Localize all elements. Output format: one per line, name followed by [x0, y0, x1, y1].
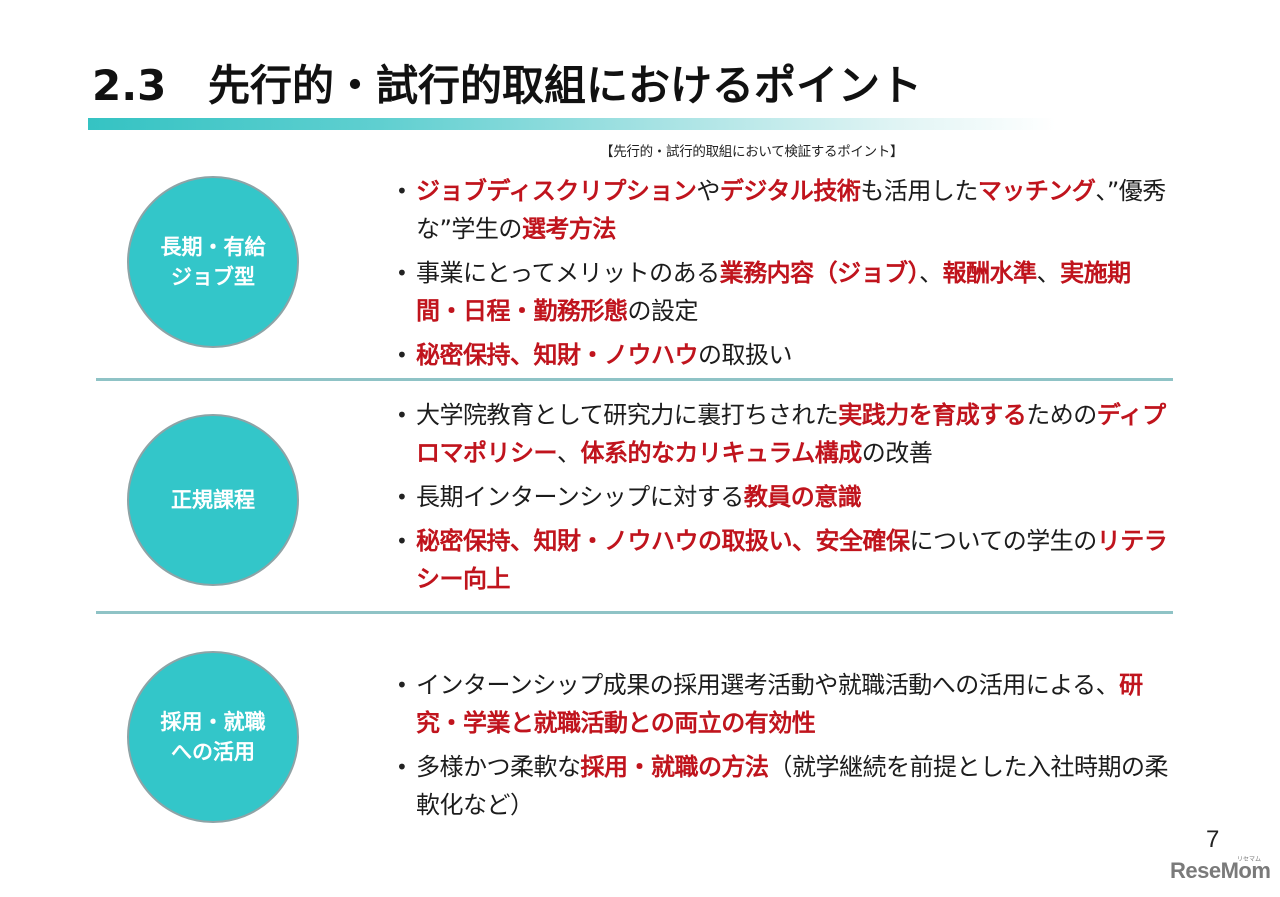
emphasized-text: 選考方法 — [521, 215, 617, 243]
resemom-logo: ReseMom — [1170, 858, 1271, 883]
emphasized-text: マッチング — [977, 177, 1096, 205]
section-label: 採用・就職 への活用 — [160, 710, 266, 764]
bullet-item: • 秘密保持、知財・ノウハウの取扱い、安全確保についての学生のリテラシー向上 — [392, 522, 1172, 598]
body-text: ための — [1026, 401, 1097, 429]
bullet-item: • ジョブディスクリプションやデジタル技術も活用したマッチング、”優秀な”学生の選… — [392, 172, 1172, 248]
bullet-dot-icon: • — [396, 261, 408, 285]
emphasized-text: 採用・就職の方法 — [580, 753, 770, 781]
emphasized-text: 秘密保持、知財・ノウハウ — [416, 341, 699, 369]
bullet-dot-icon: • — [396, 529, 408, 553]
emphasized-text: ジョブディスクリプション — [416, 177, 697, 205]
emphasized-text: 教員の意識 — [743, 483, 862, 511]
body-text: （就学継続を前提とした入社時期の柔軟化など） — [416, 753, 1169, 819]
body-text: 、”優秀な”学生の — [416, 177, 1166, 243]
bullet-dot-icon: • — [396, 179, 408, 203]
page-number: 7 — [1206, 826, 1220, 853]
title-text: 先行的・試行的取組におけるポイント — [208, 61, 923, 110]
section-label: 正規課程 — [171, 488, 255, 512]
body-text: 、 — [1036, 259, 1061, 287]
body-text: の取扱い — [698, 341, 793, 369]
emphasized-text: 業務内容（ジョブ） — [719, 259, 920, 287]
body-text: 、 — [557, 439, 581, 467]
body-text: 大学院教育として研究力に裏打ちされた — [416, 401, 839, 429]
subtitle: 【先行的・試行的取組において検証するポイント】 — [600, 144, 904, 160]
bullet-item: • 秘密保持、知財・ノウハウの取扱い — [392, 336, 1172, 374]
body-text: 長期インターンシップに対する — [416, 483, 744, 511]
slide-title: 2.3 先行的・試行的取組におけるポイント — [92, 58, 922, 114]
emphasized-text: リテラシー向上 — [416, 527, 1168, 593]
body-text: についての学生の — [909, 527, 1098, 555]
bullet-item: •事業にとってメリットのある業務内容（ジョブ）、報酬水準、実施期間・日程・勤務形… — [392, 254, 1172, 330]
section-divider — [96, 611, 1173, 614]
bullet-dot-icon: • — [396, 755, 408, 779]
bullet-item: • 大学院教育として研究力に裏打ちされた実践力を育成するためのディプロマポリシー、… — [392, 396, 1172, 472]
bullet-item: • 多様かつ柔軟な採用・就職の方法（就学継続を前提とした入社時期の柔軟化など） — [392, 748, 1172, 824]
emphasized-text: ディプロマポリシー — [416, 401, 1166, 467]
emphasized-text: 実施期間・日程・勤務形態 — [416, 259, 1131, 325]
emphasized-text: 秘密保持、知財・ノウハウの取扱い、安全確保 — [416, 527, 910, 555]
body-text: の設定 — [627, 297, 699, 325]
bullet-dot-icon: • — [396, 673, 408, 697]
emphasized-text: デジタル技術 — [719, 177, 861, 205]
bullet-list-long-term-paid-job: • ジョブディスクリプションやデジタル技術も活用したマッチング、”優秀な”学生の選… — [392, 172, 1172, 380]
title-underline-gradient — [88, 118, 1056, 130]
body-text: インターンシップ成果の採用選考活動や就職活動への活用による、 — [416, 671, 1120, 699]
body-text: 事業にとってメリットのある — [416, 259, 720, 287]
bullet-list-regular-curriculum: • 大学院教育として研究力に裏打ちされた実践力を育成するためのディプロマポリシー、… — [392, 396, 1172, 604]
logo-kana: リセマム — [1237, 856, 1262, 863]
bullet-item: • 長期インターンシップに対する教員の意識 — [392, 478, 1172, 516]
section-circle-recruitment-use: 採用・就職 への活用 — [127, 651, 299, 823]
body-text: や — [696, 177, 720, 205]
emphasized-text: 実践力を育成する — [838, 401, 1027, 429]
body-text: 多様かつ柔軟な — [416, 753, 581, 781]
emphasized-text: 体系的なカリキュラム構成 — [580, 439, 863, 467]
section-circle-long-term-paid-job: 長期・有給 ジョブ型 — [127, 176, 299, 348]
body-text: 、 — [919, 259, 943, 287]
body-text: も活用した — [860, 177, 978, 205]
section-number: 2.3 — [92, 61, 167, 110]
body-text: の改善 — [861, 439, 933, 467]
section-divider — [96, 378, 1173, 381]
emphasized-text: 報酬水準 — [942, 259, 1038, 287]
bullet-list-recruitment-use: • インターンシップ成果の採用選考活動や就職活動への活用による、研究・学業と就職活… — [392, 666, 1172, 830]
bullet-dot-icon: • — [396, 485, 408, 509]
section-circle-regular-curriculum: 正規課程 — [127, 414, 299, 586]
section-label: 長期・有給 ジョブ型 — [160, 235, 266, 289]
bullet-item: • インターンシップ成果の採用選考活動や就職活動への活用による、研究・学業と就職活… — [392, 666, 1172, 742]
emphasized-text: 研究・学業と就職活動との両立の有効性 — [416, 671, 1143, 737]
bullet-dot-icon: • — [396, 343, 408, 367]
bullet-dot-icon: • — [396, 403, 408, 427]
